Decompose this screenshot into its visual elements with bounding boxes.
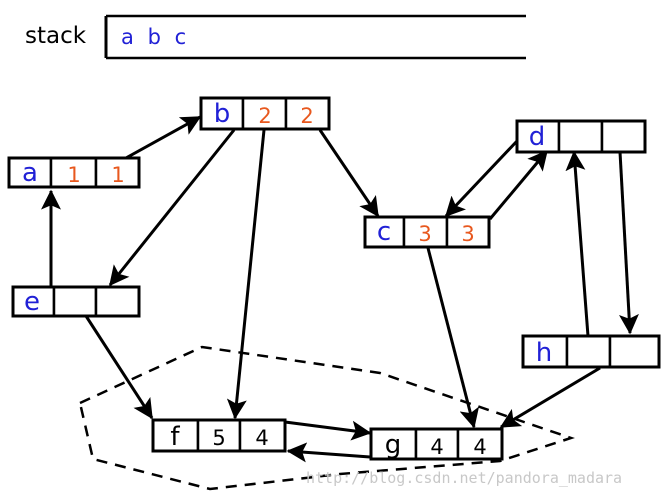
edge-c-to-d bbox=[488, 149, 549, 220]
node-f-name: f bbox=[170, 422, 180, 452]
node-c-value-2: 3 bbox=[461, 222, 474, 246]
node-e: e bbox=[11, 285, 141, 318]
node-c-value-1: 3 bbox=[418, 222, 431, 246]
node-layer: a 1 1 b 2 2 c 3 3 bbox=[7, 96, 661, 461]
node-c: c 3 3 bbox=[363, 215, 491, 249]
node-f-value-1: 5 bbox=[212, 426, 225, 450]
node-d-name: d bbox=[529, 122, 546, 152]
edge-b-to-c bbox=[318, 129, 380, 218]
node-f: f 5 4 bbox=[151, 418, 287, 453]
node-b-name: b bbox=[214, 99, 231, 129]
node-h-name: h bbox=[536, 338, 552, 368]
edge-layer bbox=[41, 115, 639, 463]
stack-bracket bbox=[104, 14, 526, 60]
node-a: a 1 1 bbox=[7, 156, 141, 189]
node-e-name: e bbox=[24, 287, 40, 317]
edge-b-to-f bbox=[226, 129, 266, 420]
node-g-value-2: 4 bbox=[473, 435, 486, 459]
edge-d-to-h bbox=[618, 151, 639, 335]
edge-g-to-f bbox=[286, 442, 371, 463]
node-g: g 4 4 bbox=[369, 427, 504, 461]
node-b-value-2: 2 bbox=[300, 104, 313, 128]
edge-c-to-g bbox=[426, 247, 480, 429]
edge-b-to-e bbox=[108, 129, 236, 287]
node-d: d bbox=[515, 119, 647, 154]
node-g-name: g bbox=[385, 430, 402, 460]
stack-contents: a b c bbox=[121, 23, 193, 51]
node-g-value-1: 4 bbox=[430, 435, 443, 459]
node-b: b 2 2 bbox=[199, 96, 331, 131]
node-a-value-1: 1 bbox=[67, 163, 80, 187]
edge-e-to-f bbox=[84, 315, 154, 420]
edge-f-to-g bbox=[284, 420, 372, 441]
edge-h-to-g bbox=[499, 366, 601, 429]
watermark-text: http://blog.csdn.net/pandora_madara bbox=[306, 469, 623, 487]
node-a-name: a bbox=[22, 158, 38, 188]
stack-item: c bbox=[174, 25, 187, 49]
node-b-value-1: 2 bbox=[258, 104, 271, 128]
edge-a-to-b bbox=[125, 115, 202, 160]
dashed-region bbox=[78, 345, 575, 491]
stack-item: b bbox=[147, 25, 161, 49]
stack-item: a bbox=[121, 25, 134, 49]
node-h: h bbox=[521, 334, 661, 369]
node-f-value-2: 4 bbox=[255, 426, 268, 450]
edge-h-to-d bbox=[565, 150, 590, 337]
edge-d-to-c bbox=[444, 139, 519, 218]
stack-label: stack bbox=[25, 23, 87, 49]
node-a-value-2: 1 bbox=[111, 163, 124, 187]
node-c-name: c bbox=[377, 217, 391, 247]
